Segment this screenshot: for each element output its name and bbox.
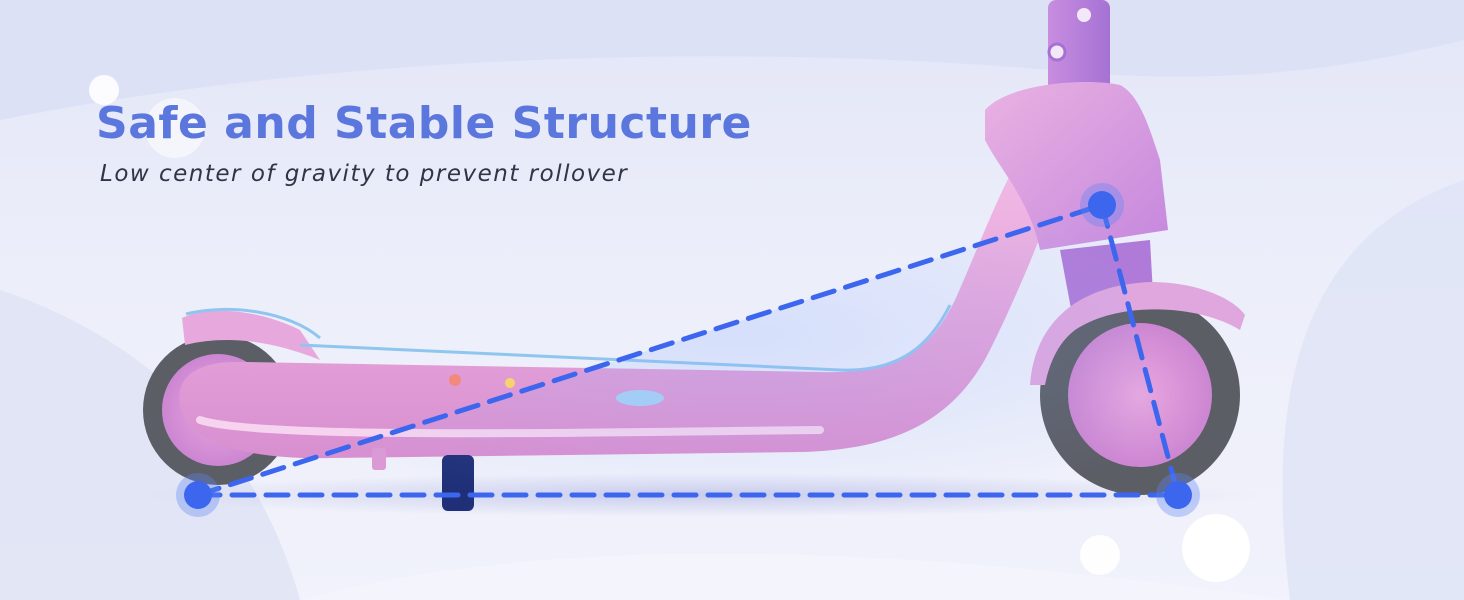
background-bubble — [1080, 535, 1120, 575]
stem-button — [1047, 42, 1067, 62]
stability-triangle — [176, 183, 1200, 517]
background-bubble — [145, 98, 205, 158]
guide-point-front — [1156, 473, 1200, 517]
background-bubble — [1182, 514, 1250, 582]
guide-point-rear — [176, 473, 220, 517]
guide-point-top — [1080, 183, 1124, 227]
rear-fender — [182, 310, 320, 360]
handlebar-stem — [1048, 0, 1110, 100]
background-wave-left — [0, 290, 300, 600]
rear-fender-trim — [185, 307, 321, 340]
scooter-neck — [985, 81, 1168, 250]
background-wave-right — [1282, 180, 1464, 600]
banner-subtitle: Low center of gravity to prevent rollove… — [100, 161, 629, 187]
background-wave-bottom — [300, 553, 1290, 600]
banner-title: Safe and Stable Structure — [96, 98, 752, 149]
deck-decor — [505, 378, 515, 388]
stem-button — [1077, 8, 1091, 22]
deck-decor — [449, 374, 461, 386]
background-bubble — [89, 75, 119, 105]
